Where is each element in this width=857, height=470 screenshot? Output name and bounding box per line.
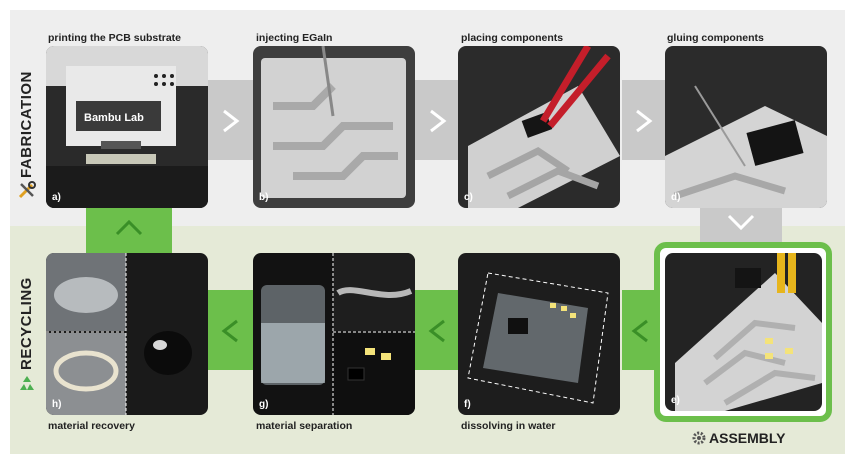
step-label-a: printing the PCB substrate bbox=[48, 32, 182, 44]
flow-bar-cd bbox=[622, 80, 667, 160]
panel-letter-b: b) bbox=[259, 192, 269, 203]
assembly-title: ASSEMBLY bbox=[692, 430, 786, 446]
step-label-d: gluing components bbox=[667, 32, 764, 44]
step-label-f: dissolving in water bbox=[461, 420, 556, 432]
photo-recovery: h) bbox=[46, 253, 208, 415]
photo-gluing: d) bbox=[665, 46, 827, 208]
photo-injecting: b) bbox=[253, 46, 415, 208]
recycling-title: RECYCLING bbox=[18, 277, 35, 370]
recycling-title-text: RECYCLING bbox=[18, 277, 35, 370]
panel-letter-h: h) bbox=[52, 399, 62, 410]
flow-bar-fg bbox=[415, 290, 460, 370]
recycle-icon bbox=[20, 376, 34, 390]
chevron-left-icon bbox=[428, 319, 445, 343]
chevron-left-icon bbox=[631, 319, 648, 343]
panel-letter-e: e) bbox=[671, 395, 680, 406]
fabrication-title-text: FABRICATION bbox=[18, 71, 35, 178]
chevron-left-icon bbox=[221, 319, 238, 343]
panel-letter-f: f) bbox=[464, 399, 471, 410]
chevron-right-icon bbox=[430, 109, 447, 133]
printer-brand: Bambu Lab bbox=[84, 112, 144, 124]
tools-icon bbox=[18, 181, 36, 199]
flow-bar-ab bbox=[205, 80, 255, 160]
panel-letter-g: g) bbox=[259, 399, 269, 410]
photo-assembly: e) bbox=[665, 253, 822, 411]
gear-icon bbox=[692, 431, 706, 445]
flow-bar-gh bbox=[205, 290, 255, 370]
photo-printing: Bambu Lab a) bbox=[46, 46, 208, 208]
step-label-h: material recovery bbox=[48, 420, 135, 432]
chevron-up-icon bbox=[115, 219, 143, 236]
panel-letter-c: c) bbox=[464, 192, 473, 203]
chevron-down-icon bbox=[727, 214, 755, 231]
step-label-g: material separation bbox=[256, 420, 353, 432]
photo-separation: g) bbox=[253, 253, 415, 415]
step-label-c: placing components bbox=[461, 32, 564, 44]
panel-letter-d: d) bbox=[671, 192, 681, 203]
fabrication-title: FABRICATION bbox=[18, 71, 35, 178]
panel-letter-a: a) bbox=[52, 192, 61, 203]
assembly-title-text: ASSEMBLY bbox=[709, 430, 786, 446]
photo-dissolving: f) bbox=[458, 253, 620, 415]
flow-bar-bc bbox=[415, 80, 460, 160]
flow-bar-ef bbox=[622, 290, 658, 370]
flow-bar-ha bbox=[86, 205, 172, 255]
step-label-b: injecting EGaIn bbox=[256, 32, 333, 44]
chevron-right-icon bbox=[636, 109, 653, 133]
photo-placing: c) bbox=[458, 46, 620, 208]
chevron-right-icon bbox=[223, 109, 240, 133]
